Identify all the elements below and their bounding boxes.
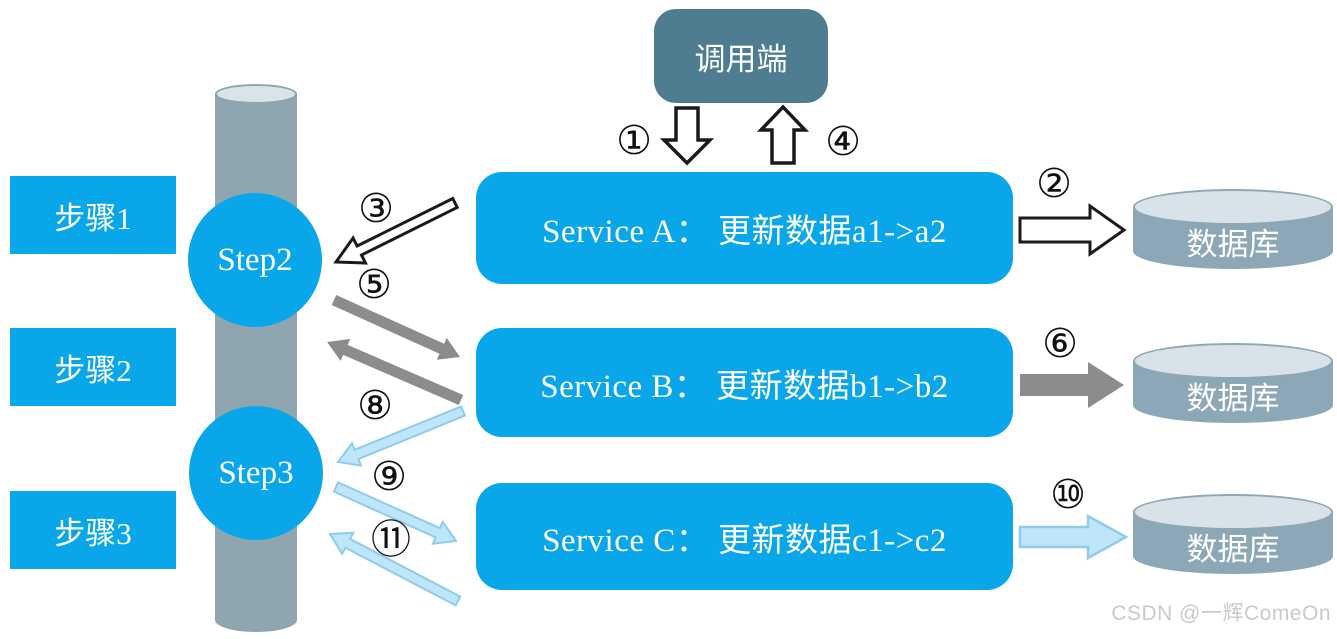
service-a-label: Service A： 更新数据a1->a2 bbox=[542, 214, 947, 250]
step-box-2-label: 步骤2 bbox=[54, 352, 132, 388]
arrow-label-4: ④ bbox=[825, 119, 861, 165]
pipeline-circle-step2: Step2 bbox=[188, 193, 322, 327]
database-b: 数据库 bbox=[1133, 343, 1333, 423]
step-box-2: 步骤2 bbox=[10, 328, 176, 406]
arrow-label-9: ⑨ bbox=[371, 454, 407, 500]
database-a-label: 数据库 bbox=[1186, 227, 1280, 262]
step-box-3-label: 步骤3 bbox=[54, 515, 132, 551]
step-box-1: 步骤1 bbox=[10, 176, 176, 254]
database-a: 数据库 bbox=[1133, 189, 1333, 269]
pipeline-circle-step3-label: Step3 bbox=[218, 454, 294, 491]
arrow-label-10: ⑩ bbox=[1050, 472, 1086, 518]
arrow-5-step2-to-service-b-icon bbox=[331, 295, 460, 360]
service-c-node: Service C： 更新数据c1->c2 bbox=[476, 483, 1013, 590]
arrow-label-11: ⑪ bbox=[371, 517, 411, 563]
service-a-node: Service A： 更新数据a1->a2 bbox=[476, 172, 1013, 284]
pipeline-circle-step3: Step3 bbox=[189, 406, 323, 540]
service-b-node: Service B： 更新数据b1->b2 bbox=[476, 328, 1013, 437]
arrow-service-b-to-step2-icon bbox=[327, 338, 464, 405]
service-c-label: Service C： 更新数据c1->c2 bbox=[542, 522, 947, 559]
arrow-label-8: ⑧ bbox=[357, 383, 393, 429]
arrow-4-service-a-to-caller-icon bbox=[756, 104, 810, 165]
caller-node: 调用端 bbox=[654, 9, 828, 103]
database-c-top bbox=[1133, 494, 1333, 530]
arrow-1-caller-to-service-a-icon bbox=[659, 106, 715, 166]
arrow-10-service-c-to-db-icon bbox=[1018, 513, 1129, 561]
caller-label: 调用端 bbox=[694, 41, 788, 77]
pipeline-cylinder bbox=[215, 93, 297, 632]
database-c: 数据库 bbox=[1133, 494, 1333, 574]
database-b-label: 数据库 bbox=[1186, 381, 1280, 416]
arrow-label-5: ⑤ bbox=[356, 262, 392, 308]
service-b-label: Service B： 更新数据b1->b2 bbox=[540, 368, 949, 405]
arrow-label-1: ① bbox=[616, 118, 652, 164]
arrow-label-6: ⑥ bbox=[1042, 321, 1078, 367]
pipeline-cylinder-top bbox=[215, 84, 297, 104]
database-b-top bbox=[1133, 343, 1333, 379]
arrow-6-service-b-to-db-icon bbox=[1020, 362, 1124, 408]
step-box-3: 步骤3 bbox=[10, 491, 176, 569]
database-c-label: 数据库 bbox=[1186, 532, 1280, 567]
arrow-3-service-a-to-step2-icon bbox=[333, 196, 460, 265]
pipeline-circle-step2-label: Step2 bbox=[217, 241, 293, 278]
arrow-label-2: ② bbox=[1036, 161, 1072, 207]
database-a-top bbox=[1133, 189, 1333, 225]
arrow-2-service-a-to-db-icon bbox=[1018, 203, 1127, 257]
csdn-watermark: CSDN @一辉ComeOn bbox=[1111, 602, 1331, 625]
step-box-1-label: 步骤1 bbox=[54, 200, 132, 236]
arrow-label-3: ③ bbox=[358, 186, 394, 232]
